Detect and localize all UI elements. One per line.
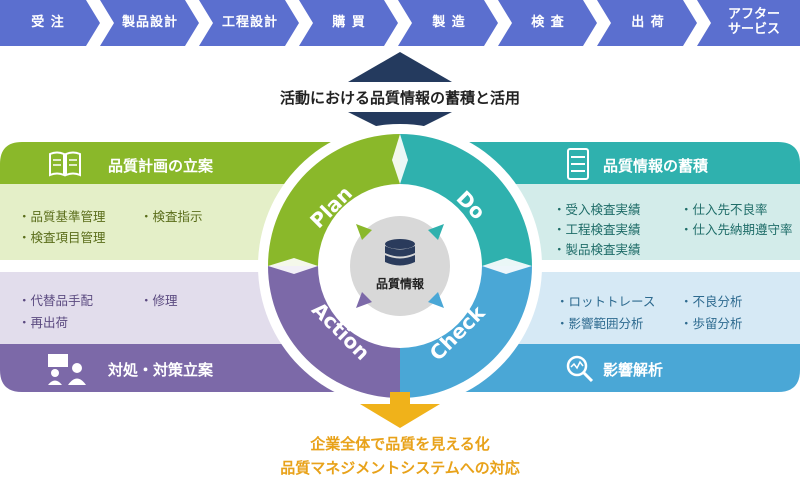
process-step-label-line: アフター xyxy=(727,7,780,22)
plan-item: ・品質基準管理 xyxy=(18,209,106,224)
do-item: ・製品検査実績 xyxy=(553,242,641,257)
plan-title: 品質計画の立案 xyxy=(108,157,214,175)
cycle-notch xyxy=(392,134,408,184)
check-item: ・ロットトレース xyxy=(556,294,656,309)
do-segment xyxy=(400,134,532,266)
process-step-label: 工程設計 xyxy=(221,15,278,30)
process-step-shape xyxy=(398,0,498,46)
up-arrow-shape xyxy=(348,52,452,82)
do-title: 品質情報の蓄積 xyxy=(603,157,709,175)
process-step-shape xyxy=(597,0,697,46)
check-item: ・不良分析 xyxy=(680,294,743,309)
inner-arrow-shape xyxy=(428,292,444,308)
book-icon xyxy=(49,151,81,177)
plan-item: ・検査項目管理 xyxy=(18,230,106,245)
do-item: ・仕入先不良率 xyxy=(680,202,768,217)
do-item: ・受入検査実績 xyxy=(553,202,641,217)
do-item: ・工程検査実績 xyxy=(553,222,641,237)
inner-arrow-shape xyxy=(356,292,372,308)
cycle-notch xyxy=(482,258,532,274)
activity-label: 活動における品質情報の蓄積と活用 xyxy=(279,89,520,107)
inner-arrow-shape xyxy=(428,224,444,240)
check-item: ・歩留分析 xyxy=(680,316,743,331)
process-step-shape xyxy=(299,0,398,46)
process-step-label: 検 査 xyxy=(531,15,565,30)
plan-segment xyxy=(268,134,400,266)
process-step-label: 出 荷 xyxy=(631,15,665,30)
process-step-shape xyxy=(498,0,597,46)
process-step-label-aftersales: アフター サービス xyxy=(710,7,798,37)
check-title: 影響解析 xyxy=(603,361,664,379)
center-circle xyxy=(350,216,450,316)
process-step-shape xyxy=(100,0,199,46)
process-step-label-line: サービス xyxy=(727,22,780,37)
meeting-icon xyxy=(48,354,86,385)
process-step-shape xyxy=(697,0,800,46)
output-arrow xyxy=(360,392,440,428)
magnifier-icon xyxy=(566,355,594,383)
process-step-label: 製 造 xyxy=(432,15,466,30)
do-item: ・仕入先納期遵守率 xyxy=(680,222,793,237)
bottom-line-1: 企業全体で品質を見える化 xyxy=(310,435,490,453)
process-flow xyxy=(0,0,800,46)
action-item: ・代替品手配 xyxy=(18,293,94,308)
process-step-label: 製品設計 xyxy=(121,15,178,30)
action-item: ・修理 xyxy=(140,293,178,308)
cycle-notch xyxy=(268,258,318,274)
process-step-shape xyxy=(199,0,299,46)
database-icon xyxy=(385,239,415,266)
bottom-line-2: 品質マネジメントシステムへの対応 xyxy=(280,459,520,477)
server-icon xyxy=(567,148,589,180)
center-label: 品質情報 xyxy=(376,276,425,291)
process-step-label: 受 注 xyxy=(31,15,65,30)
check-segment xyxy=(400,266,532,398)
inner-arrow-shape xyxy=(356,224,372,240)
plan-item: ・検査指示 xyxy=(140,209,203,224)
process-step-label: 購 買 xyxy=(332,15,366,30)
action-segment xyxy=(268,266,400,398)
action-item: ・再出荷 xyxy=(18,315,69,330)
bottom-message: 企業全体で品質を見える化 品質マネジメントシステムへの対応 xyxy=(0,432,800,480)
action-title: 対処・対策立案 xyxy=(108,361,214,379)
process-step-shape xyxy=(0,0,100,46)
check-item: ・影響範囲分析 xyxy=(556,316,644,331)
